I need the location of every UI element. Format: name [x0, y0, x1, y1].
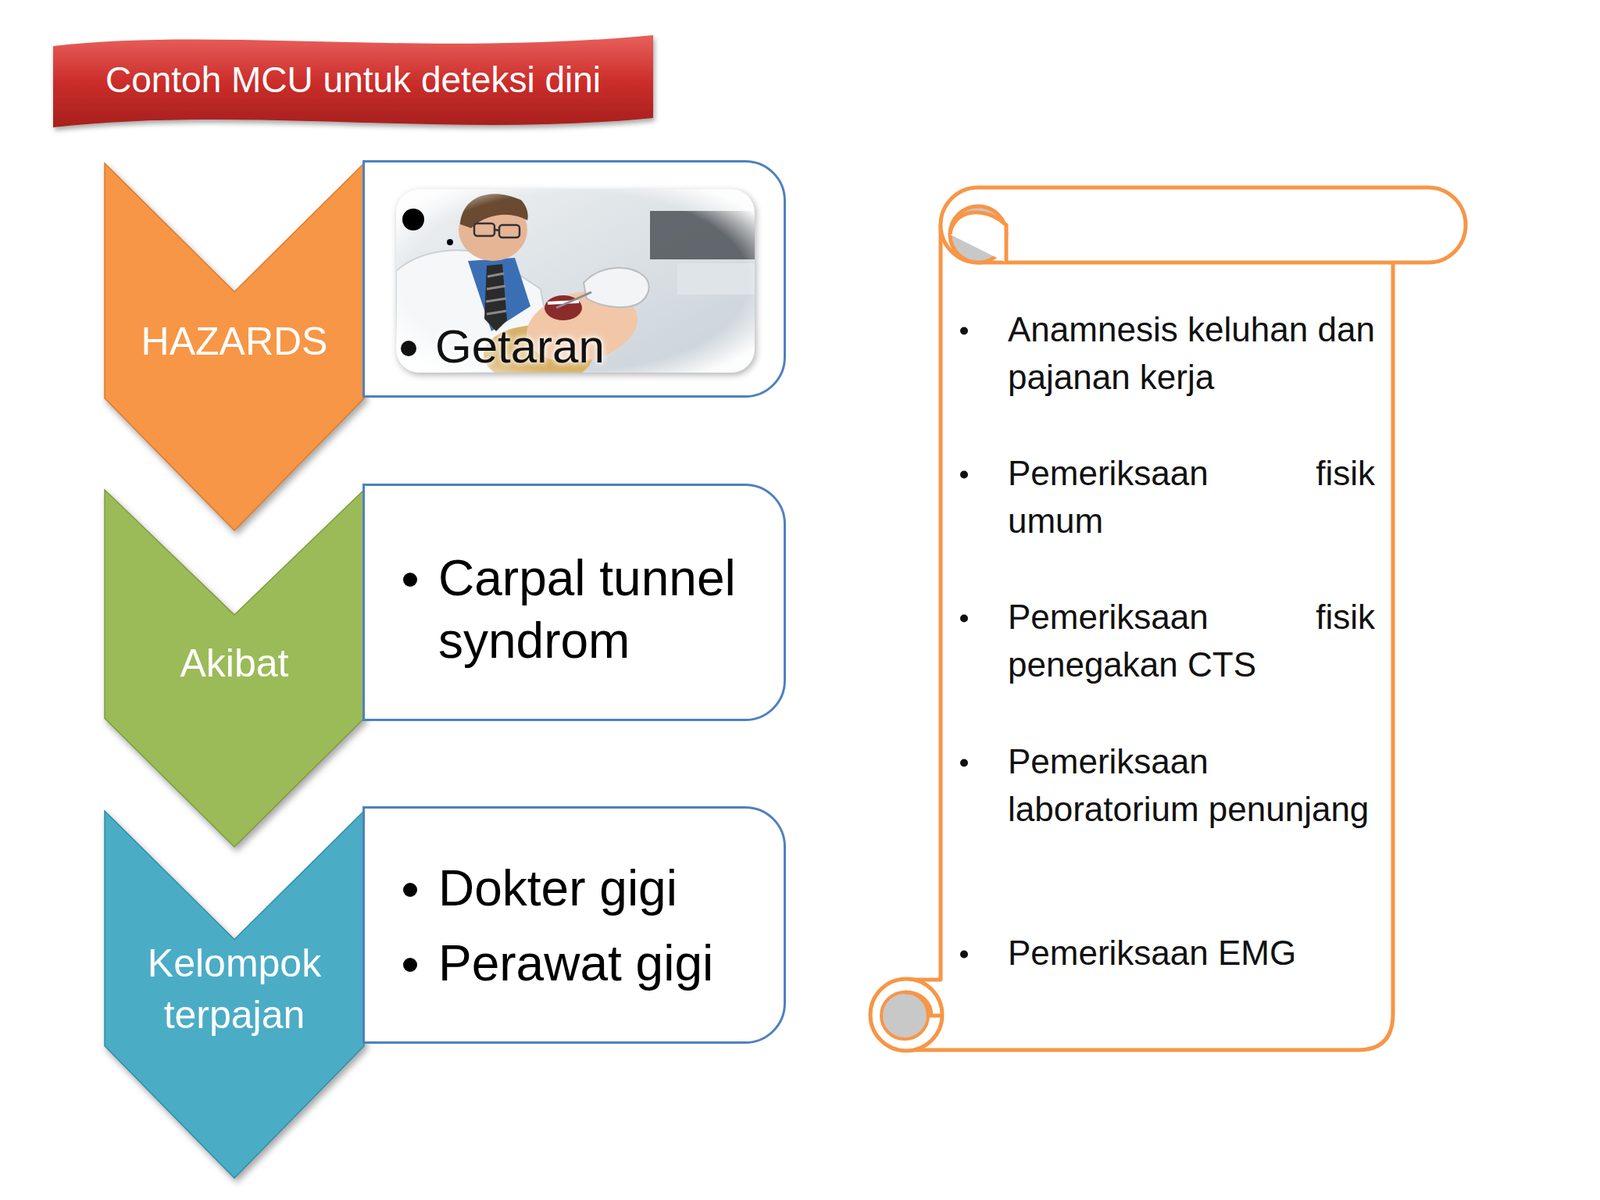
- item-text: Perawat gigi: [438, 925, 767, 1001]
- item-text: Pemeriksaan fisik umum: [1007, 449, 1375, 545]
- chevron-label-box: Akibat: [112, 577, 357, 750]
- bullet-dot: [394, 315, 423, 379]
- bullet-dot-shape: [960, 950, 968, 959]
- chevron-label: Akibat: [132, 637, 336, 690]
- bullet-dot: [952, 305, 976, 354]
- chevron-label: Kelompok terpajan: [132, 937, 336, 1041]
- item-text: Anamnesis keluhan dan pajanan kerja: [1007, 305, 1375, 401]
- bullet-dot-shape: [403, 882, 418, 897]
- list-item: Pemeriksaan laboratorium penunjang: [952, 737, 1375, 833]
- content-box: Carpal tunnel syndrom: [362, 483, 786, 722]
- list-item: Carpal tunnel syndrom: [396, 546, 767, 672]
- chevron-label-box: HAZARDS: [112, 255, 357, 428]
- bullet-dot-shape: [960, 327, 968, 336]
- scroll-bottom-curl: [881, 992, 929, 1040]
- bullet-dot-shape: [403, 957, 418, 972]
- item-text: Carpal tunnel syndrom: [438, 546, 767, 672]
- chevron-label: HAZARDS: [132, 315, 336, 368]
- bullet-dot: [952, 449, 976, 497]
- bullet-dot-shape: [960, 614, 968, 623]
- list-item: Dokter gigi: [396, 850, 767, 926]
- chevron-step: HAZARDS: [104, 163, 365, 531]
- list-item: Pemeriksaan fisik penegakan CTS: [952, 592, 1375, 689]
- bullet-dot-shape: [960, 759, 968, 768]
- chevron-step: Akibat: [104, 489, 365, 847]
- chevron-fill: [104, 810, 365, 1179]
- scroll-panel: Anamnesis keluhan dan pajanan kerjaPemer…: [867, 185, 1468, 1055]
- stray-bullet: [364, 162, 467, 265]
- list-item: Pemeriksaan EMG: [952, 928, 1375, 977]
- list-item: Anamnesis keluhan dan pajanan kerja: [952, 305, 1375, 401]
- stray-bullet-dot: [402, 208, 425, 231]
- chevron-fill: [104, 489, 365, 847]
- content-box: Getaran: [362, 160, 786, 398]
- stray-bullet-dot: [446, 239, 454, 246]
- bullet-dot: [396, 546, 425, 610]
- scroll-bottom-roll: [870, 978, 943, 1051]
- scroll-body: [904, 225, 1393, 1050]
- scroll-top-roll: [940, 187, 1466, 263]
- bullet-dot: [952, 737, 976, 786]
- list-item: Perawat gigi: [396, 925, 767, 1001]
- bullet-dot: [952, 928, 976, 977]
- bullet-dot-shape: [960, 471, 968, 479]
- chevron-fill: [104, 163, 365, 531]
- chevron-step: Kelompok terpajan: [104, 810, 365, 1179]
- chevron-label-box: Kelompok terpajan: [112, 903, 357, 1075]
- bullet-dot: [396, 850, 425, 926]
- bullet-dot-shape: [403, 572, 418, 587]
- scroll-top-curl: [950, 206, 1007, 263]
- item-text: Pemeriksaan EMG: [1007, 928, 1375, 977]
- list-item: Getaran: [394, 315, 733, 379]
- slide-title: Contoh MCU untuk deteksi dini: [53, 30, 654, 133]
- item-text: Dokter gigi: [438, 850, 767, 926]
- item-text: Pemeriksaan laboratorium penunjang: [1007, 737, 1375, 833]
- item-text: Pemeriksaan fisik penegakan CTS: [1007, 592, 1375, 689]
- scroll-top-curl-edge: [950, 212, 1007, 263]
- item-text: Getaran: [435, 315, 733, 379]
- bullet-dot: [952, 592, 976, 641]
- bullet-dot-shape: [400, 340, 417, 357]
- content-box: Dokter gigiPerawat gigi: [362, 806, 786, 1044]
- scroll-bottom-curl-edge: [904, 992, 941, 1016]
- bullet-dot: [396, 925, 425, 1001]
- list-item: Pemeriksaan fisik umum: [952, 449, 1375, 545]
